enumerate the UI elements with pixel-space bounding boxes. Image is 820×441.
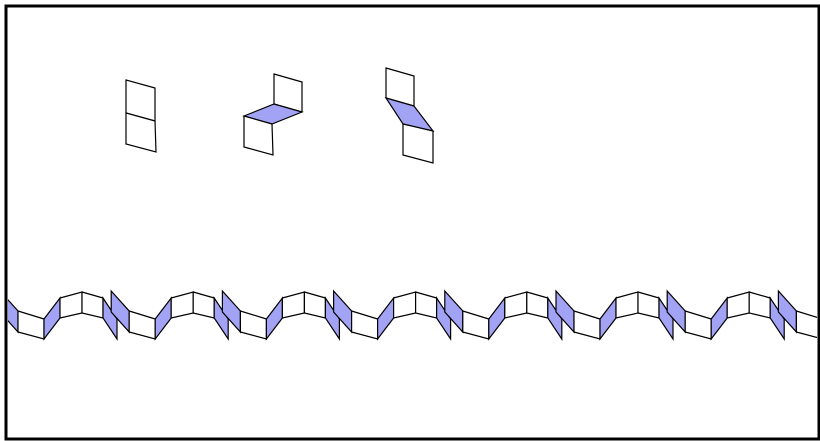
motif-z-fold-down bbox=[384, 67, 435, 164]
diagram-border bbox=[4, 4, 820, 441]
strip-plain-face bbox=[795, 310, 817, 339]
motif-1-bottom-face bbox=[125, 112, 157, 153]
folded-frieze-strip bbox=[8, 289, 817, 341]
motif-z-fold-up bbox=[242, 73, 304, 156]
motif-2-lower-face bbox=[243, 115, 274, 156]
motif-flat-pair bbox=[125, 79, 157, 153]
motif-3-lower-face bbox=[402, 123, 434, 164]
